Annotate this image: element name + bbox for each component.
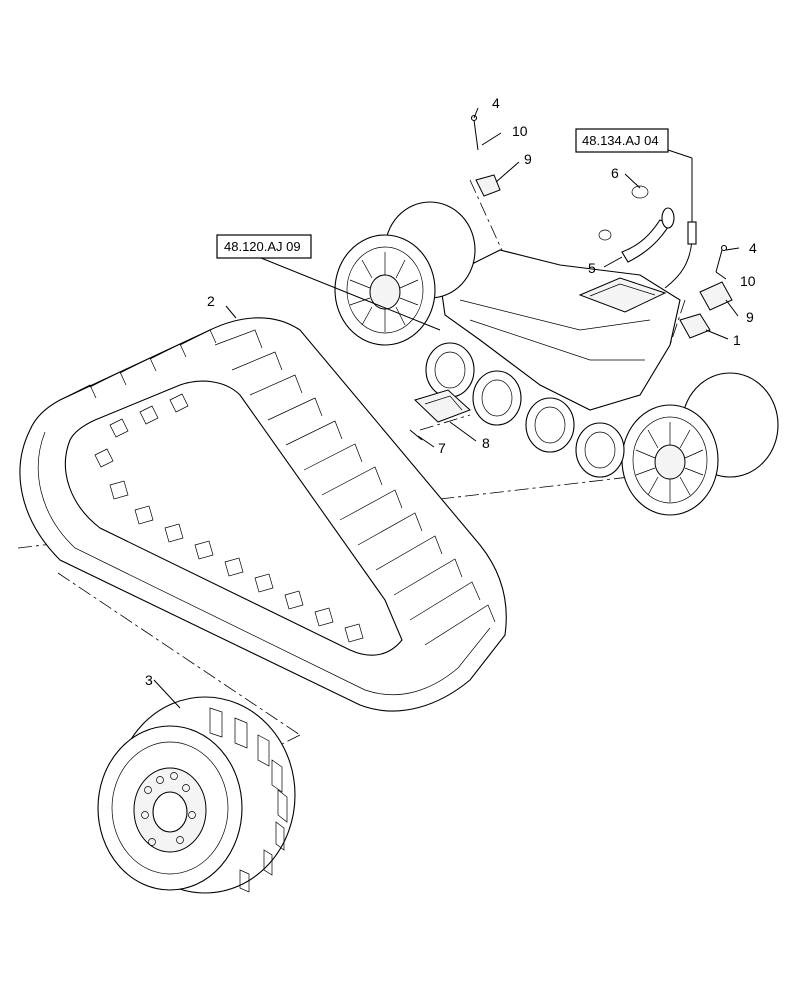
- callout-3[interactable]: 3: [145, 672, 153, 688]
- callout-5[interactable]: 5: [588, 260, 596, 276]
- small-parts: [409, 114, 733, 441]
- callout-7[interactable]: 7: [438, 440, 446, 456]
- reference-label: 48.134.AJ 04: [582, 133, 659, 148]
- callout-10[interactable]: 10: [740, 273, 756, 289]
- reference-label: 48.120.AJ 09: [224, 239, 301, 254]
- drive-wheel: [97, 696, 296, 894]
- callout-2[interactable]: 2: [207, 293, 215, 309]
- callout-1[interactable]: 1: [733, 332, 741, 348]
- callout-4[interactable]: 4: [492, 95, 500, 111]
- callout-9[interactable]: 9: [524, 151, 532, 167]
- leader-lines: [153, 107, 740, 709]
- undercarriage-frame: [334, 201, 779, 516]
- callout-9[interactable]: 9: [746, 309, 754, 325]
- rubber-track: [19, 317, 507, 712]
- callout-10[interactable]: 10: [512, 123, 528, 139]
- callout-4[interactable]: 4: [749, 240, 757, 256]
- reference-box-48-134[interactable]: 48.134.AJ 04: [575, 128, 669, 153]
- callout-6[interactable]: 6: [611, 165, 619, 181]
- callout-8[interactable]: 8: [482, 435, 490, 451]
- callouts: 1 2 3 4 4 5 6 7 8 9 9 10 10: [145, 95, 757, 688]
- reference-box-48-120[interactable]: 48.120.AJ 09: [216, 234, 312, 259]
